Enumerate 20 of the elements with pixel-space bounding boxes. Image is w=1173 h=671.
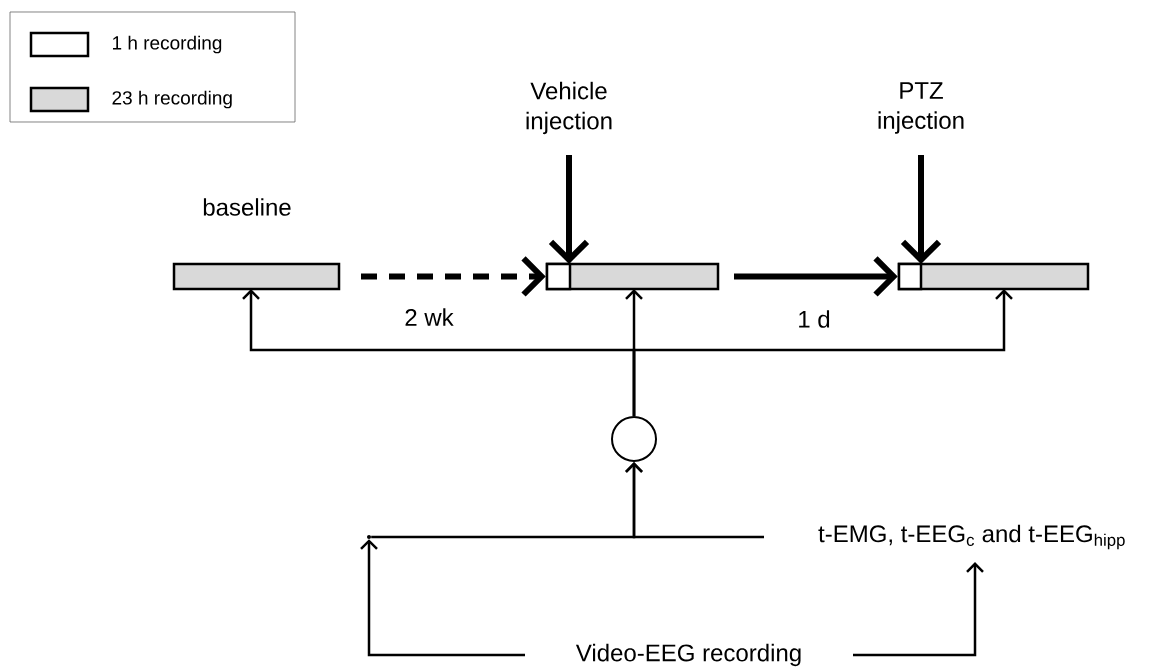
text-label: Vehicle injection bbox=[526, 81, 612, 135]
arrow bbox=[360, 539, 525, 657]
junction-point bbox=[367, 535, 371, 539]
text-label: t-EMG, t-EEG$_{c}$ and t-EEG$_{hipp}$ bbox=[818, 524, 1125, 550]
legend-text: 23 h recording bbox=[112, 90, 232, 109]
circle bbox=[611, 416, 657, 462]
edge-label: 1 d bbox=[799, 310, 830, 328]
node-label: baseline bbox=[203, 198, 291, 216]
text-label: PTZ injection bbox=[878, 82, 964, 134]
recording-bar: baseline bbox=[172, 198, 341, 291]
arrow bbox=[853, 562, 984, 657]
edge-label: 2 wk bbox=[405, 308, 454, 326]
legend-text: 1 h recording bbox=[113, 35, 222, 54]
arrow bbox=[734, 256, 898, 297]
arrow bbox=[632, 289, 1013, 416]
recording-bar bbox=[897, 262, 1090, 291]
recording-bar bbox=[545, 262, 720, 291]
text-label: Video-EEG recording bbox=[575, 643, 801, 667]
arrow bbox=[361, 256, 546, 297]
arrow bbox=[625, 462, 764, 539]
